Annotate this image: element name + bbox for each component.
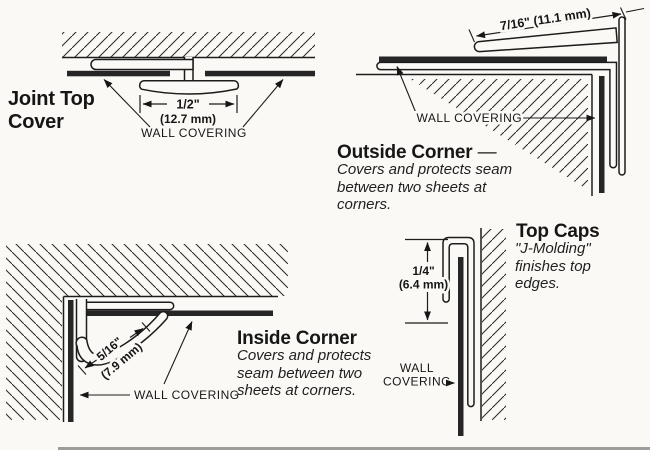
wall-covering-strip-horizontal (379, 56, 607, 62)
dimension-line (84, 358, 99, 369)
molding-corner-channel (376, 61, 618, 169)
wall-covering-label-line1: WALL (400, 361, 434, 375)
dimension-tick (620, 7, 627, 20)
outside-corner-description: Covers and protects seam between two she… (337, 161, 513, 213)
dimension-label: 7/16" (11.1 mm) (499, 6, 591, 33)
dimension-label: 1/4" (412, 264, 434, 278)
leader-line (163, 321, 193, 385)
wall-covering-label: WALL COVERING (417, 111, 523, 125)
dimension-tick (468, 29, 476, 43)
joint-top-cover-diagram: 1/2" (12.7 mm) WALL COVERING (62, 32, 315, 140)
molding-top-lip (473, 27, 619, 53)
wall-covering-strip-left (67, 70, 170, 77)
wall-covering-strip-vertical (68, 300, 74, 422)
wall-covering-strip-horizontal (86, 310, 273, 316)
dimension-tick (141, 322, 151, 332)
wall-covering-strip-vertical (458, 257, 464, 436)
dimension-tick (77, 365, 87, 375)
outside-corner-diagram: 7/16" (11.1 mm) WALL COVERING (356, 3, 645, 196)
top-caps-title: Top Caps (516, 221, 600, 242)
wall-covering-label: WALL COVERING (141, 126, 247, 140)
wall-hatch (410, 79, 588, 190)
leader-line (103, 79, 151, 128)
wall-covering-strip-vertical (599, 76, 605, 193)
wall-hatch (62, 32, 315, 57)
inside-corner-description: Covers and protects seam between two she… (237, 347, 372, 399)
wall-covering-label: WALL COVERING (134, 388, 240, 402)
molding-back-leg (618, 16, 626, 176)
molding-top-lip (90, 58, 194, 71)
wall-covering-label-line2: COVERING (383, 375, 451, 389)
molding-top-lip (78, 301, 175, 311)
dimension-extension-line (625, 7, 645, 13)
dimension-label: 1/2" (176, 98, 199, 112)
joint-top-cover-title: Joint Top Cover (8, 88, 95, 133)
scan-edge-artifact (58, 447, 650, 450)
dimension-metric-label: (12.7 mm) (160, 112, 216, 126)
molding-bottom-flange (138, 80, 240, 95)
wall-hatch (6, 296, 62, 420)
molding-j-profile (442, 236, 475, 408)
dimension-metric-label: (6.4 mm) (399, 278, 448, 292)
inside-corner-title: Inside Corner (237, 328, 357, 349)
molding-cove-web (75, 310, 169, 366)
top-caps-diagram: 1/4" (6.4 mm) WALL COVERING (383, 228, 506, 436)
wall-hatch (482, 229, 506, 420)
wall-hatch (6, 244, 288, 296)
inside-corner-diagram: 5/16" (7.9 mm) WALL COVERING (6, 244, 288, 422)
top-caps-description: "J-Molding" finishes top edges. (515, 240, 591, 292)
outside-corner-title: Outside Corner — (337, 142, 497, 163)
dimension-line (129, 328, 144, 338)
dimension-line (476, 11, 622, 39)
leader-line (396, 66, 417, 114)
wall-covering-strip-right (205, 70, 315, 77)
leader-line (242, 79, 284, 128)
title-dash: — (477, 142, 497, 163)
